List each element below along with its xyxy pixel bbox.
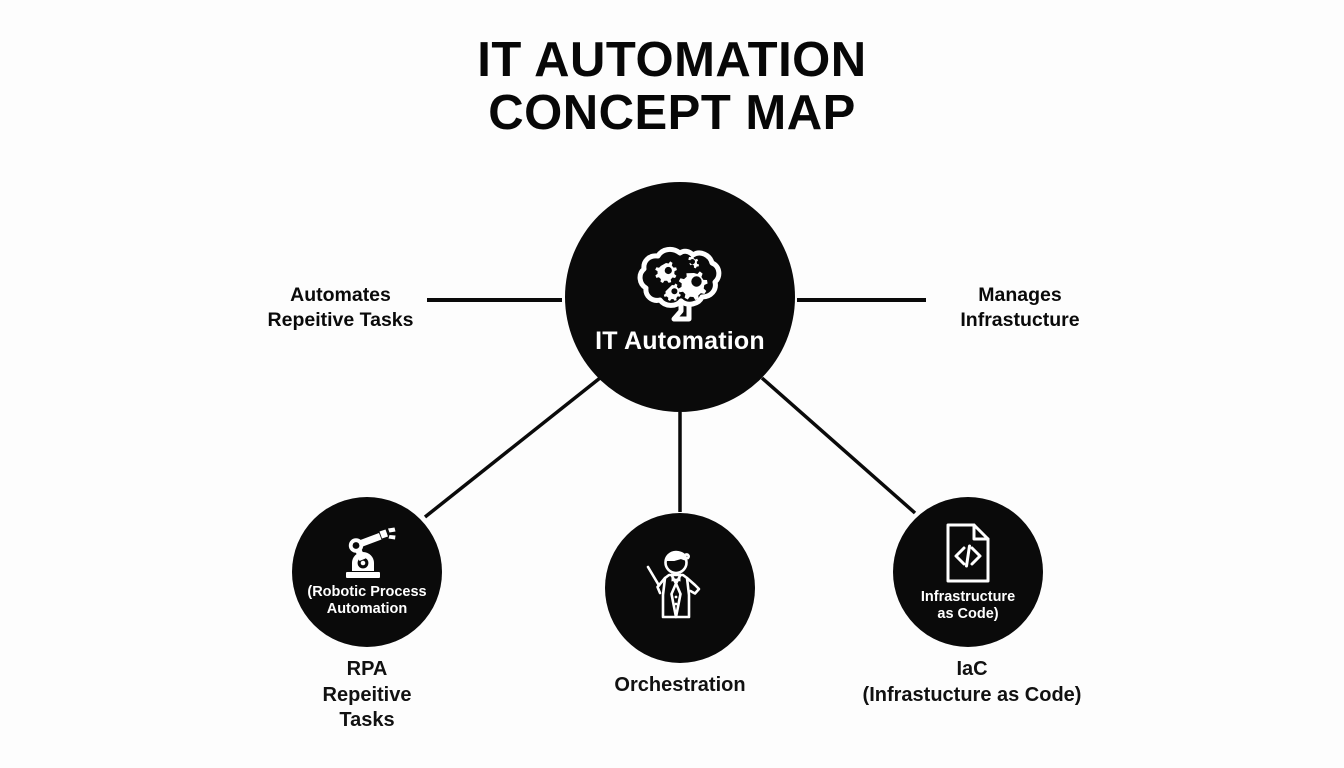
rpa-inner-line-2: Automation — [326, 600, 408, 617]
brain-gears-icon — [636, 245, 724, 323]
iac-inner-label: Infrastructure as Code) — [898, 589, 1038, 623]
rpa-inner-line-1: (Robotic Process — [307, 583, 427, 600]
edge-center-to-rpa — [423, 376, 602, 519]
code-document-icon — [942, 522, 994, 584]
caption-rpa-line-3: Tasks — [339, 709, 395, 732]
node-it-automation[interactable]: IT Automation — [565, 182, 795, 412]
caption-iac-line-1: IaC — [956, 658, 988, 680]
rpa-inner-label: (Robotic Process Automation — [297, 584, 437, 618]
node-orchestration[interactable] — [605, 513, 755, 663]
caption-orchestration: Orchestration — [570, 673, 790, 699]
caption-rpa-line-1: RPA — [346, 658, 388, 680]
caption-iac-line-2: (Infrastucture as Code) — [862, 683, 1082, 706]
caption-rpa-line-2: Repeitive — [322, 683, 412, 706]
iac-inner-line-1: Infrastructure — [920, 588, 1016, 605]
title-line-1: IT AUTOMATION — [477, 33, 867, 87]
page-title: IT AUTOMATION CONCEPT MAP — [0, 34, 1344, 140]
caption-rpa: RPA Repeitive Tasks — [287, 657, 447, 734]
relation-label-automates-repetitive-tasks: Automates Repeitive Tasks — [258, 283, 423, 333]
caption-iac: IaC (Infrastucture as Code) — [848, 657, 1096, 708]
conductor-icon — [643, 547, 717, 625]
relation-left-line-2: Repeitive Tasks — [267, 308, 414, 331]
title-line-2: CONCEPT MAP — [488, 85, 856, 140]
node-iac[interactable]: Infrastructure as Code) — [893, 497, 1043, 647]
robot-arm-icon — [335, 527, 399, 579]
relation-left-line-1: Automates — [290, 284, 391, 306]
edge-center-to-iac — [760, 376, 917, 515]
node-rpa[interactable]: (Robotic Process Automation — [292, 497, 442, 647]
iac-inner-line-2: as Code) — [937, 605, 999, 622]
relation-label-manages-infrastructure: Manages Infrastucture — [930, 283, 1110, 333]
relation-right-line-2: Infrastucture — [960, 308, 1080, 331]
relation-right-line-1: Manages — [978, 284, 1062, 306]
caption-orchestration-line-1: Orchestration — [614, 674, 746, 696]
center-node-label: IT Automation — [595, 326, 765, 355]
